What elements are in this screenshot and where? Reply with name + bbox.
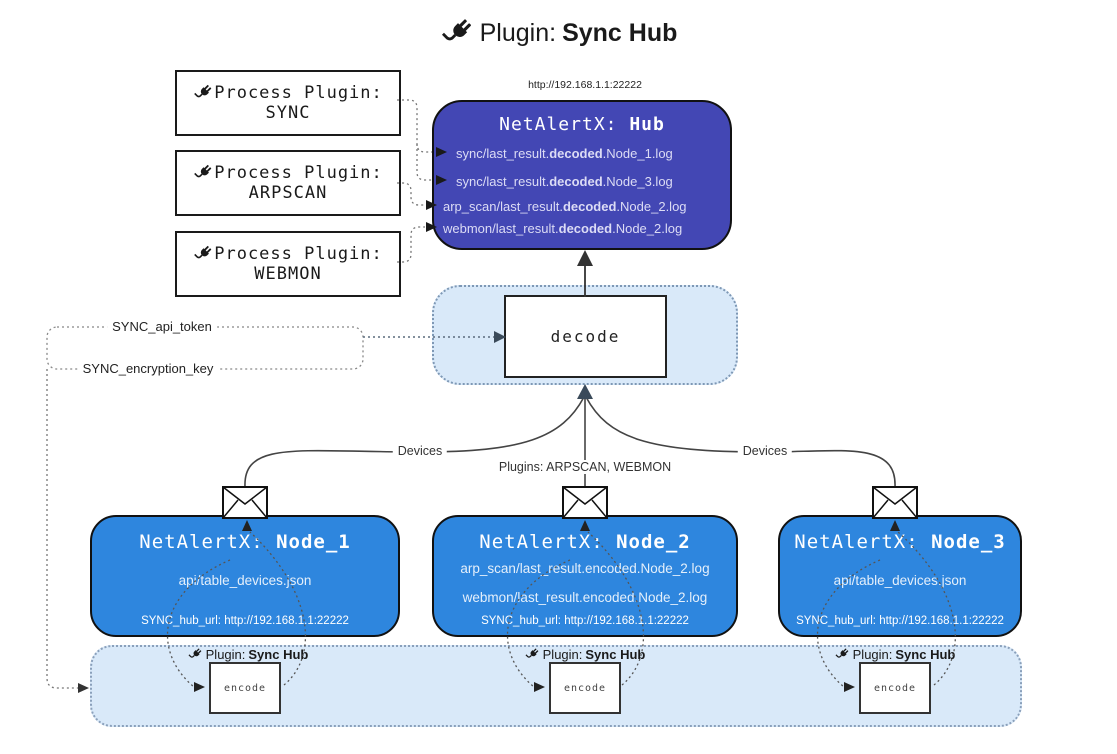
hub-log-line: sync/last_result.decoded.Node_3.log — [456, 174, 673, 189]
page-title-prefix: Plugin: — [479, 18, 557, 47]
plug-icon — [194, 163, 214, 181]
process-plugin-name: SYNC — [265, 103, 311, 123]
plugin-to-hub-edges — [397, 99, 432, 263]
hub-log-line: arp_scan/last_result.decoded.Node_2.log — [443, 199, 687, 214]
node-box-node-1: NetAlertX: Node_1 api/table_devices.json… — [90, 515, 400, 637]
hub-title: NetAlertX: Hub — [434, 114, 730, 135]
into-decode-arrowhead — [577, 384, 593, 399]
process-plugin-box-arpscan: Process Plugin: ARPSCAN — [175, 150, 401, 216]
process-plugin-box-sync: Process Plugin: SYNC — [175, 70, 401, 136]
devices-edge-label-right: Devices — [737, 444, 793, 458]
decode-box: decode — [504, 295, 667, 378]
node-file-line: webmon/last_result.encoded.Node_2.log — [462, 590, 708, 605]
encode-box: encode — [859, 662, 931, 714]
plugins-edge-label: Plugins: ARPSCAN, WEBMON — [493, 460, 677, 474]
process-plugin-name: ARPSCAN — [248, 183, 328, 203]
band-plugin-label: Plugin: Sync Hub — [835, 647, 955, 662]
node-box-node-3: NetAlertX: Node_3 api/table_devices.json… — [778, 515, 1022, 637]
envelope-icon — [562, 486, 608, 519]
node-hub-url: SYNC_hub_url: http://192.168.1.1:22222 — [141, 615, 349, 627]
devices-edge-label-left: Devices — [392, 444, 448, 458]
sync-api-token-label: SYNC_api_token — [107, 319, 217, 334]
node-file-line: api/table_devices.json — [833, 573, 967, 588]
envelope-icon — [222, 486, 268, 519]
plug-icon — [525, 647, 540, 661]
decode-to-hub-arrowhead — [577, 250, 593, 266]
process-plugin-name: WEBMON — [254, 264, 322, 284]
envelope-icon — [872, 486, 918, 519]
plug-icon — [835, 647, 850, 661]
settings-to-band-edge — [46, 369, 78, 689]
node-box-node-2: NetAlertX: Node_2 arp_scan/last_result.e… — [432, 515, 738, 637]
plug-icon — [194, 83, 214, 101]
node-hub-url: SYNC_hub_url: http://192.168.1.1:22222 — [481, 615, 689, 627]
band-plugin-label: Plugin: Sync Hub — [188, 647, 308, 662]
process-plugin-box-webmon: Process Plugin: WEBMON — [175, 231, 401, 297]
process-plugin-label: Process Plugin: — [214, 244, 383, 264]
plug-icon — [194, 244, 214, 262]
node-title: NetAlertX: Node_3 — [794, 531, 1006, 553]
process-plugin-label: Process Plugin: — [214, 83, 383, 103]
node-file-line: arp_scan/last_result.encoded.Node_2.log — [460, 561, 710, 576]
encode-box: encode — [549, 662, 621, 714]
envelope-icons — [222, 486, 918, 519]
encode-box: encode — [209, 662, 281, 714]
process-plugin-label: Process Plugin: — [214, 163, 383, 183]
page-title-bold: Sync Hub — [562, 18, 678, 47]
node-file-line: api/table_devices.json — [178, 573, 312, 588]
plug-icon — [441, 16, 474, 47]
hub-log-line: webmon/last_result.decoded.Node_2.log — [443, 221, 683, 236]
hub-url-label: http://192.168.1.1:22222 — [528, 79, 642, 91]
hub-title-bold: Hub — [629, 114, 665, 135]
hub-box: NetAlertX: Hub sync/last_result.decoded.… — [432, 100, 732, 250]
sync-encryption-key-label: SYNC_encryption_key — [77, 361, 219, 376]
settings-to-band-arrowhead — [78, 683, 89, 693]
node-title: NetAlertX: Node_1 — [139, 531, 351, 553]
page-title: Plugin: Sync Hub — [0, 16, 1117, 50]
band-plugin-label: Plugin: Sync Hub — [525, 647, 645, 662]
plug-icon — [188, 647, 203, 661]
node-title: NetAlertX: Node_2 — [479, 531, 691, 553]
node-hub-url: SYNC_hub_url: http://192.168.1.1:22222 — [796, 615, 1004, 627]
hub-title-prefix: NetAlertX: — [499, 114, 630, 135]
hub-log-line: sync/last_result.decoded.Node_1.log — [456, 146, 673, 161]
